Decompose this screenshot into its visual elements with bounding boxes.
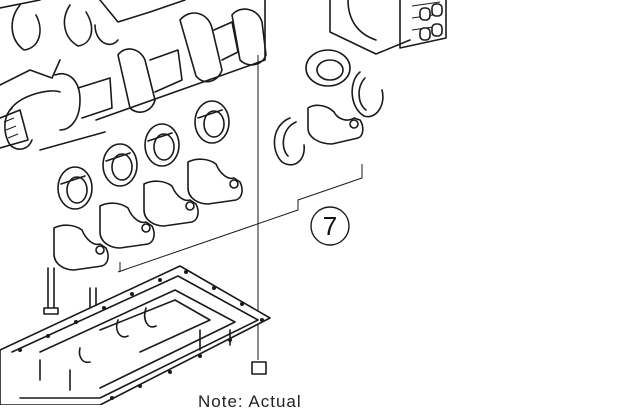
bearing-cap [53, 224, 109, 271]
bearing-cap [187, 158, 243, 205]
cutoff-note-text: Note: Actual [198, 392, 302, 411]
bearing-cap [99, 202, 155, 249]
bolt [43, 267, 59, 315]
block-corner [329, 0, 447, 55]
main-bearing-caps [53, 104, 364, 271]
engine-block [0, 0, 266, 151]
bearing-shell [102, 143, 138, 187]
bearing-cap [307, 104, 364, 145]
crankshaft [0, 8, 267, 150]
bolt [251, 361, 267, 375]
bearing-cap [143, 180, 199, 227]
thrust-washers [273, 71, 384, 166]
bearing-shell [57, 166, 93, 210]
bearing-shell [144, 123, 180, 167]
callout-number: 7 [323, 211, 337, 241]
bearing-shell [194, 100, 230, 144]
bearing-shells [57, 49, 351, 210]
callout-bracket [117, 55, 363, 360]
callout-7: 7 [310, 206, 350, 246]
oil-pan [0, 265, 271, 405]
bearing-shell [305, 49, 351, 87]
